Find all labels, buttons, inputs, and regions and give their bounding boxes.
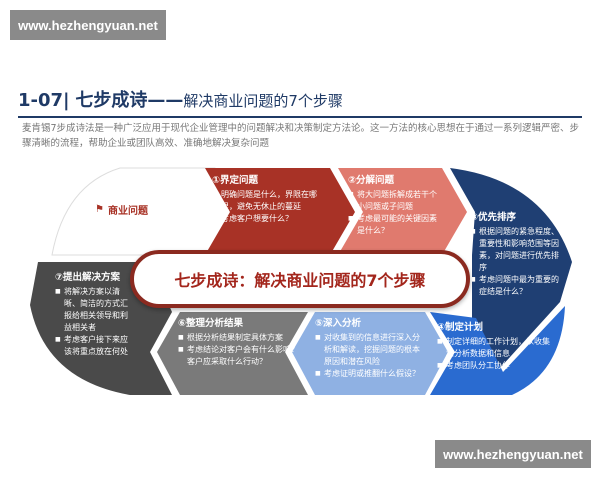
watermark-top: www.hezhengyuan.net bbox=[10, 10, 166, 40]
flag-icon: ⚑ bbox=[95, 204, 104, 215]
title-divider bbox=[18, 116, 582, 118]
step-point: 考虑问题中最为重要的症结是什么？ bbox=[470, 274, 560, 298]
segment-step4 bbox=[430, 306, 565, 395]
intro-text: 麦肯锡7步成诗法是一种广泛应用于现代企业管理中的问题解决和决策制定方法论。这一方… bbox=[22, 123, 580, 149]
step-title: ②分解问题 bbox=[348, 175, 395, 186]
step-title: ③优先排序 bbox=[470, 212, 517, 223]
step-title: ④制定计划 bbox=[437, 322, 484, 333]
step-point: 根据分析结果制定具体方案 bbox=[178, 332, 300, 344]
step-7: ⑦提出解决方案 将解决方案以清晰、简洁的方式汇报给相关领导和利益相关者考虑客户接… bbox=[55, 272, 129, 358]
step-point: 将解决方案以清晰、简洁的方式汇报给相关领导和利益相关者 bbox=[55, 286, 129, 334]
core-label-text: 商业问题 bbox=[107, 206, 148, 217]
page-title: 1-07| 七步成诗——解决商业问题的7个步骤 bbox=[18, 86, 343, 112]
title-separator: | bbox=[63, 90, 70, 111]
step-point: 考虑最可能的关键因素是什么？ bbox=[348, 213, 443, 237]
step-4: ④制定计划 制定详细的工作计划，以收集和分析数据和信息考虑团队分工协作 bbox=[437, 322, 555, 372]
core-label: ⚑ 商业问题 bbox=[95, 202, 148, 217]
title-code: 1-07 bbox=[18, 90, 64, 111]
step-title: ⑤深入分析 bbox=[315, 318, 362, 329]
title-sub: 解决商业问题的7个步骤 bbox=[183, 92, 343, 110]
center-banner: 七步成诗：解决商业问题的7个步骤 bbox=[130, 250, 470, 308]
title-main: 七步成诗 bbox=[75, 90, 148, 111]
step-point: 考虑客户接下来应该将重点放在何处 bbox=[55, 334, 129, 358]
step-point: 明确问题是什么，界限在哪里，避免无休止的蔓延 bbox=[212, 189, 324, 213]
title-dash: —— bbox=[147, 90, 184, 111]
step-title: ⑦提出解决方案 bbox=[55, 272, 121, 283]
step-point: 将大问题拆解成若干个小问题或子问题 bbox=[348, 189, 443, 213]
watermark-bottom: www.hezhengyuan.net bbox=[435, 440, 591, 468]
step-point: 考虑团队分工协作 bbox=[437, 360, 555, 372]
step-title: ①界定问题 bbox=[212, 175, 259, 186]
step-point: 制定详细的工作计划，以收集和分析数据和信息 bbox=[437, 336, 555, 360]
step-point: 对收集到的信息进行深入分析和解读，挖掘问题的根本原因和潜在风险 bbox=[315, 332, 427, 368]
step-2: ②分解问题 将大问题拆解成若干个小问题或子问题考虑最可能的关键因素是什么？ bbox=[348, 175, 443, 237]
step-6: ⑥整理分析结果 根据分析结果制定具体方案考虑结论对客户会有什么影响？客户应采取什… bbox=[178, 318, 300, 368]
step-point: 考虑客户想要什么？ bbox=[212, 213, 324, 225]
step-5: ⑤深入分析 对收集到的信息进行深入分析和解读，挖掘问题的根本原因和潜在风险考虑证… bbox=[315, 318, 427, 380]
step-point: 考虑证明或推翻什么假设？ bbox=[315, 368, 427, 380]
step-1: ①界定问题 明确问题是什么，界限在哪里，避免无休止的蔓延考虑客户想要什么？ bbox=[212, 175, 324, 225]
step-3: ③优先排序 根据问题的紧急程度、重要性和影响范围等因素，对问题进行优先排序考虑问… bbox=[470, 212, 560, 298]
step-point: 考虑结论对客户会有什么影响？客户应采取什么行动？ bbox=[178, 344, 300, 368]
step-point: 根据问题的紧急程度、重要性和影响范围等因素，对问题进行优先排序 bbox=[470, 226, 560, 274]
step-title: ⑥整理分析结果 bbox=[178, 318, 244, 329]
